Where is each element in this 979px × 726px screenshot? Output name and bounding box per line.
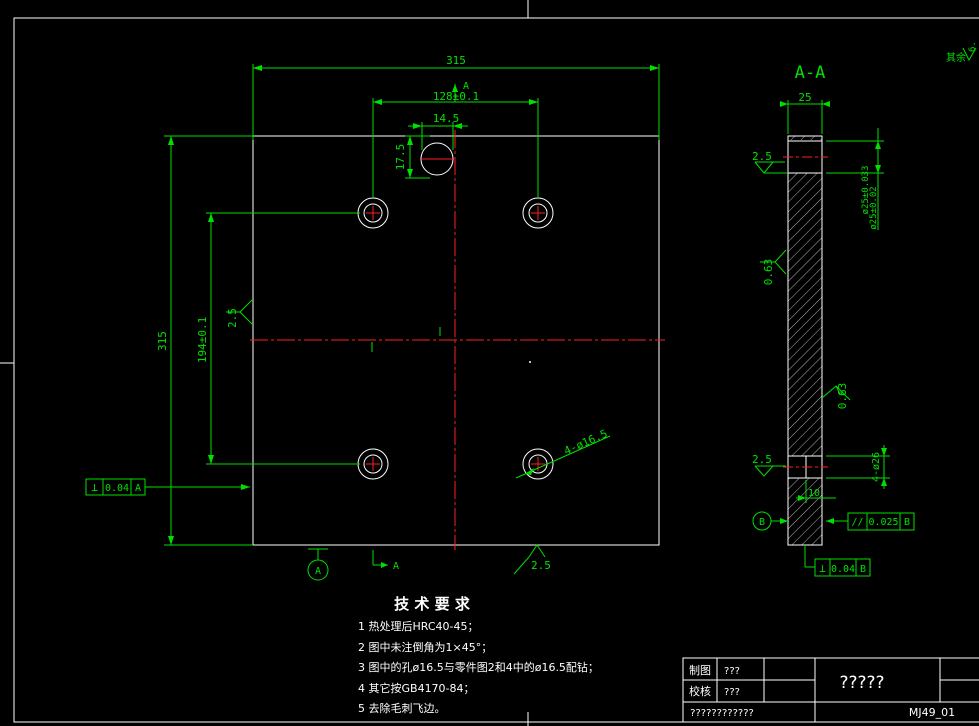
tolerance-frame-a: ⊥ 0.04 A <box>85 478 146 496</box>
perp-tolerance-frame: ⊥ 0.04 B <box>814 558 871 577</box>
parallel-datum: B <box>904 517 910 528</box>
section-marker-top: A <box>463 81 469 92</box>
plan-view: 315 A 128±0.1 14.5 17.5 315 194±0.1 2.5 … <box>85 54 665 581</box>
parallel-symbol: // <box>851 517 863 528</box>
tech-item-3: 3 图中的孔ø16.5与零件图2和4中的ø16.5配钻； <box>358 660 599 674</box>
perp-symbol: ⊥ <box>819 562 826 575</box>
hole-callout: 4-ø16.5 <box>562 427 610 458</box>
corner-roughness-note: 其余 6. <box>946 41 978 64</box>
bore-dim-2: ø25±0.02 <box>869 186 879 229</box>
thickness-dim: 25 <box>798 91 811 104</box>
tol-symbol: ⊥ <box>91 481 98 494</box>
tech-item-4: 4 其它按GB4170-84； <box>358 681 475 695</box>
roughness-left: 2.5 <box>226 308 239 328</box>
top-roughness: 2.5 <box>752 150 772 163</box>
height-dim: 315 <box>156 331 169 351</box>
corner-value: 6. <box>968 41 978 52</box>
vertical-spacing-dim: 194±0.1 <box>196 317 209 363</box>
section-title: A-A <box>795 63 826 83</box>
depth-dim: 10 <box>808 488 820 499</box>
datum-b: B <box>759 517 765 528</box>
width-dim: 315 <box>446 54 466 67</box>
hole-centermarks <box>366 158 545 471</box>
right-roughness: 0.63 <box>836 383 849 410</box>
perp-datum: B <box>860 564 866 575</box>
tol-value: 0.04 <box>105 483 129 494</box>
tech-item-2: 2 图中未注倒角为1×45°； <box>358 640 492 654</box>
tech-item-5: 5 去除毛刺飞边。 <box>358 701 446 715</box>
bore-dim: ø25±0.033 <box>861 166 871 215</box>
org-name: ???????????? <box>690 708 754 719</box>
parallel-tolerance-frame: // 0.025 B <box>847 512 915 531</box>
perp-value: 0.04 <box>831 564 855 575</box>
parallel-value: 0.025 <box>868 517 898 528</box>
section-arrows <box>780 101 887 524</box>
tech-requirements: 技 术 要 求 1 热处理后HRC40-45； 2 图中未注倒角为1×45°； … <box>358 595 599 715</box>
bottom-roughness: 2.5 <box>752 453 772 466</box>
section-hatch-bottom <box>788 478 822 545</box>
center-offset-dim: 17.5 <box>394 144 407 171</box>
drawn-value: ??? <box>724 666 740 677</box>
plan-arrows <box>168 65 659 568</box>
drawn-label: 制图 <box>689 664 711 677</box>
counterbore-dim: 4-ø26 <box>871 452 882 482</box>
section-hatch-top <box>788 136 822 140</box>
side-roughness: 0.63 <box>762 259 775 286</box>
corner-note: 其余 <box>946 51 966 64</box>
plan-dimensions <box>145 64 660 581</box>
section-marker-bottom: A <box>393 561 399 572</box>
tol-datum: A <box>135 483 141 494</box>
section-hatch-main <box>788 173 822 456</box>
roughness-bottom: 2.5 <box>531 559 551 572</box>
centerlines <box>250 130 665 550</box>
title-block: 制图 ??? 校核 ??? ????? ???????????? MJ49_01 <box>682 657 979 723</box>
tech-item-1: 1 热处理后HRC40-45； <box>358 620 479 633</box>
center-hole-dim: 14.5 <box>433 112 460 125</box>
datum-a: A <box>315 566 321 577</box>
section-view: A-A <box>752 63 915 577</box>
checked-value: ??? <box>724 687 740 698</box>
checked-label: 校核 <box>689 684 711 698</box>
tech-title: 技 术 要 求 <box>394 595 471 613</box>
hole-spacing-dim: 128±0.1 <box>433 90 479 103</box>
drawing-number: MJ49_01 <box>909 706 955 719</box>
part-name: ????? <box>839 673 884 693</box>
